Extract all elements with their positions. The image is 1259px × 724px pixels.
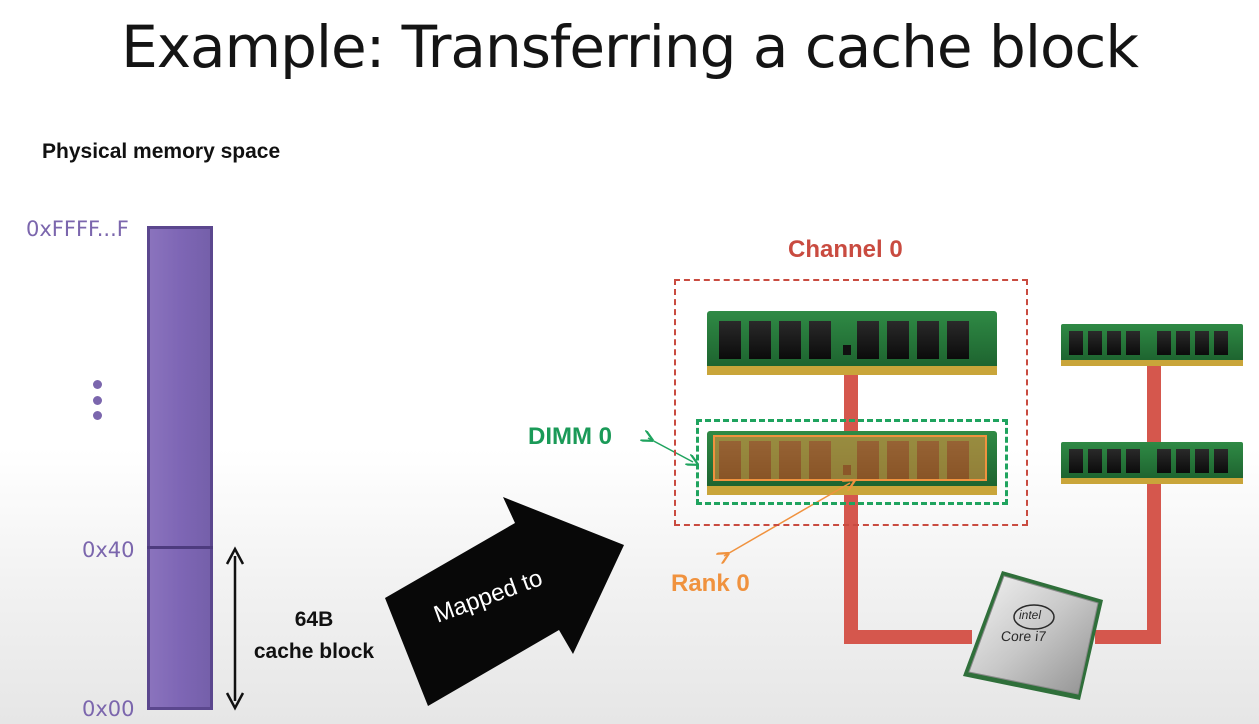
ellipsis-dot xyxy=(93,411,102,420)
address-top-label: 0xFFFF...F xyxy=(26,217,129,241)
cache-block-boundary xyxy=(147,546,213,549)
cache-block-caption: cache block xyxy=(253,640,375,663)
cpu-brand-label: intel xyxy=(1019,608,1042,622)
slide-title: Example: Transferring a cache block xyxy=(121,13,1139,81)
dimm-label: DIMM 0 xyxy=(528,423,612,450)
cache-block-label: 64B cache block xyxy=(244,604,384,668)
memory-heading: Physical memory space xyxy=(42,140,281,163)
address-0x00-label: 0x00 xyxy=(82,697,135,721)
cpu-model-label: Core i7 xyxy=(1000,628,1047,644)
cache-block-size: 64B xyxy=(294,608,334,631)
mapped-to-arrow xyxy=(385,497,624,706)
rank-label: Rank 0 xyxy=(671,570,750,597)
cache-block-span-arrow xyxy=(225,546,245,711)
dimm-module xyxy=(1061,442,1243,484)
ellipsis-dot xyxy=(93,396,102,405)
dimm-module xyxy=(1061,324,1243,366)
channel-label: Channel 0 xyxy=(788,236,903,263)
dimm-pointer-arrow xyxy=(648,438,693,462)
channel-outline xyxy=(674,279,1028,526)
rank-highlight xyxy=(713,435,987,481)
ellipsis-dot xyxy=(93,380,102,389)
rank-pointer-arrow xyxy=(724,483,850,556)
address-0x40-label: 0x40 xyxy=(82,538,135,562)
dimm-module xyxy=(707,311,997,375)
dimm-outline xyxy=(696,419,1008,505)
cpu-chip xyxy=(963,571,1103,700)
physical-memory-bar xyxy=(147,226,213,710)
